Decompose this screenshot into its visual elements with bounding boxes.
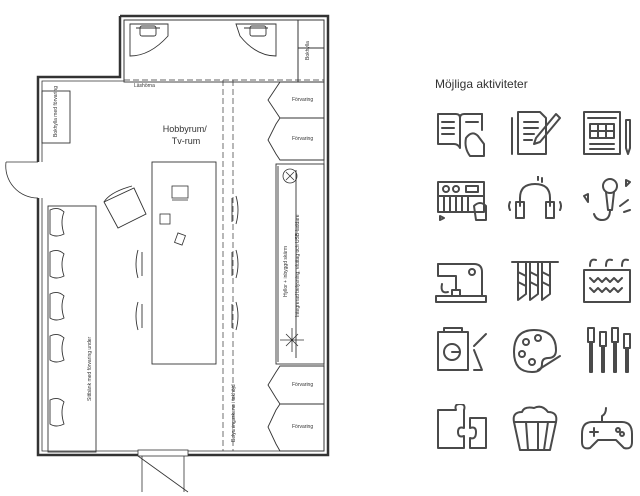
entrance-door [5, 161, 39, 199]
label-forvaring-1: Förvaring [292, 97, 314, 103]
label-bokhylla-left: Bokhylla med förvaring [53, 86, 59, 137]
lighting-rail [124, 79, 324, 451]
writing-icon [508, 108, 562, 158]
label-belysning-usb: Integrerad belysning, eluttag och USB-la… [295, 214, 301, 317]
label-forvaring-2: Förvaring [292, 136, 314, 142]
popcorn-icon [508, 404, 562, 454]
bench [47, 205, 97, 453]
screen-shelves [275, 163, 325, 365]
label-hyllor: Hyllor + inbyggd skärm [283, 246, 289, 297]
embroidery-icon [580, 256, 634, 306]
storage-units [267, 81, 325, 452]
room-label-line2: Tv-rum [172, 136, 201, 146]
reading-icon [434, 108, 488, 158]
sewing-machine-icon [434, 256, 488, 306]
keyboard-music-icon [434, 176, 488, 226]
plant-icon [280, 168, 304, 352]
label-sittbank: Sittbänk med förvaring under [87, 336, 93, 401]
karaoke-icon [580, 176, 634, 226]
bookshelf-left [41, 90, 71, 144]
room-label: Hobbyrum/ Tv-rum [163, 124, 210, 146]
headphones-music-icon [508, 176, 562, 226]
activities-title: Möjliga aktiviteter [435, 77, 528, 91]
label-forvaring-4: Förvaring [292, 424, 314, 430]
armchair [103, 185, 147, 229]
gamepad-icon [580, 404, 634, 454]
table [151, 161, 217, 365]
floor-plan: Hobbyrum/ Tv-rum [5, 14, 330, 493]
crossword-icon [580, 108, 634, 158]
room-label-line1: Hobbyrum/ [163, 124, 208, 134]
knitting-icon [508, 256, 562, 306]
painting-canvas-icon [434, 326, 488, 376]
label-bokhylla-top: Bokhylla [305, 41, 311, 60]
label-lashorna: Läshörna [134, 83, 155, 89]
bookshelf-top [297, 19, 325, 83]
laptop [171, 185, 189, 201]
chairs [135, 195, 239, 331]
label-forvaring-3: Förvaring [292, 382, 314, 388]
brushes-icon [580, 326, 634, 376]
puzzle-icon [434, 404, 488, 454]
table-items [159, 213, 186, 246]
reading-nook [123, 19, 299, 83]
label-belysningsskena: Belysningsskena i takhöjd [231, 384, 237, 442]
outer-walls [36, 14, 330, 457]
palette-icon [508, 326, 562, 376]
bottom-door [137, 449, 189, 493]
